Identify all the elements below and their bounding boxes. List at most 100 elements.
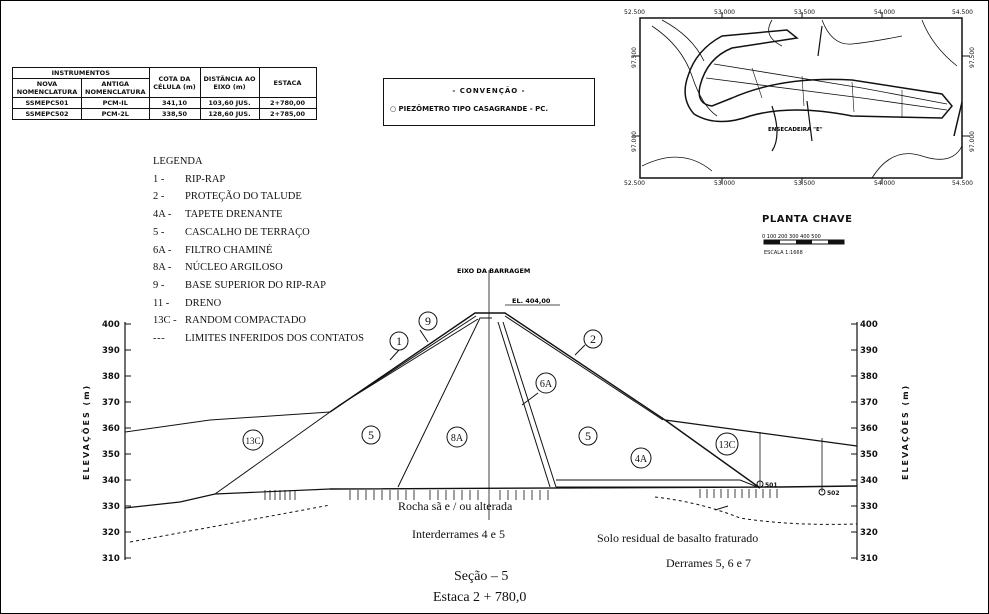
zone-label-5-right: 5 — [585, 429, 591, 443]
elev-tick: 370 — [102, 398, 120, 408]
dam-axis-label: EIXO DA BARRAGEM — [457, 267, 530, 275]
legend-label: FILTRO CHAMINÉ — [185, 244, 273, 256]
elev-tick: 370 — [860, 398, 878, 408]
convention-item-label: PIEZÔMETRO TIPO CASAGRANDE - PC. — [398, 105, 549, 113]
legend-item: 8A - NÚCLEO ARGILOSO — [153, 259, 364, 277]
legend-code: 1 - — [153, 173, 165, 185]
map-coord: 97.000 — [631, 131, 638, 152]
legend-code: 2 - — [153, 191, 165, 203]
elev-tick: 400 — [102, 320, 120, 330]
section-title: Seção – 5 — [454, 569, 509, 584]
zone-label-4a: 4A — [635, 454, 648, 465]
legend-code: 4A - — [153, 209, 172, 221]
map-coord: 53.500 — [794, 180, 815, 187]
map-dike-label: ENSECADEIRA "E" — [768, 127, 823, 133]
piezometer-label: 502 — [827, 490, 840, 497]
legend-item: 4A - TAPETE DRENANTE — [153, 206, 364, 224]
elev-tick: 330 — [102, 502, 120, 512]
convention-item: ○ PIEZÔMETRO TIPO CASAGRANDE - PC. — [390, 105, 548, 113]
elev-tick: 350 — [860, 450, 878, 460]
scale-ticks: 0 100 200 300 400 500 — [762, 234, 821, 240]
map-coord: 97.500 — [969, 47, 976, 68]
scale-label: ESCALA 1:1668 — [764, 250, 803, 256]
zone-label-8a: 8A — [451, 433, 464, 444]
legend-label: RANDOM COMPACTADO — [185, 315, 307, 327]
legend-item: 1 - RIP-RAP — [153, 171, 364, 189]
station-label: Estaca 2 + 780,0 — [433, 590, 527, 605]
map-coord: 54.500 — [952, 180, 973, 187]
map-coord: 97.000 — [969, 131, 976, 152]
instruments-table: INSTRUMENTOS COTA DA CÉLULA (m) DISTÂNCI… — [12, 67, 317, 120]
zone-label-2: 2 — [590, 332, 596, 346]
elev-tick: 380 — [102, 372, 120, 382]
legend-label: DRENO — [185, 297, 222, 309]
elev-tick: 390 — [102, 346, 120, 356]
legend-label: RIP-RAP — [185, 173, 226, 185]
legend-label: CASCALHO DE TERRAÇO — [185, 226, 310, 238]
map-coord: 53.000 — [714, 180, 735, 187]
legend-label: PROTEÇÃO DO TALUDE — [185, 191, 302, 203]
elev-tick: 340 — [102, 476, 120, 486]
elev-tick: 330 — [860, 502, 878, 512]
legend-label: BASE SUPERIOR DO RIP-RAP — [185, 279, 326, 291]
legend-item: 11 - DRENO — [153, 295, 364, 313]
legend-code: 9 - — [153, 279, 165, 291]
legend-code: 13C - — [153, 315, 177, 327]
elev-tick: 320 — [860, 528, 878, 538]
elev-tick: 350 — [102, 450, 120, 460]
residual-soil-note: Solo residual de basalto fraturado — [597, 531, 759, 545]
legend-code: 8A - — [153, 262, 172, 274]
legend-code: 6A - — [153, 244, 172, 256]
legend-label: TAPETE DRENANTE — [185, 209, 283, 221]
legend-label: NÚCLEO ARGILOSO — [185, 262, 283, 274]
elev-tick: 360 — [860, 424, 878, 434]
elev-tick: 390 — [860, 346, 878, 356]
zone-label-9: 9 — [425, 314, 431, 328]
elev-tick: 340 — [860, 476, 878, 486]
elevation-axis-title: ELEVAÇÕES (m) — [899, 384, 910, 480]
elev-tick: 310 — [860, 554, 878, 564]
convention-title: - CONVENÇÃO - — [452, 87, 526, 95]
legend-item: 5 - CASCALHO DE TERRAÇO — [153, 224, 364, 242]
zone-label-13c-right: 13C — [719, 440, 736, 451]
legend-title: LEGENDA — [153, 156, 203, 167]
dashed-line-icon: - - - — [153, 333, 165, 345]
legend-item: 9 - BASE SUPERIOR DO RIP-RAP — [153, 277, 364, 295]
map-coord: 53.000 — [714, 9, 735, 16]
map-coord: 52.500 — [624, 9, 645, 16]
map-coord: 97.500 — [631, 47, 638, 68]
legend: LEGENDA 1 - RIP-RAP 2 - PROTEÇÃO DO TALUDE… — [153, 153, 364, 348]
piezometer-label: 501 — [765, 482, 778, 489]
zone-label-1: 1 — [396, 334, 402, 348]
map-coord: 52.500 — [624, 180, 645, 187]
legend-item: 13C - RANDOM COMPACTADO — [153, 312, 364, 330]
table-cell: 2+785,00 — [258, 108, 317, 120]
elev-tick: 320 — [102, 528, 120, 538]
table-cell: PCM-2L — [81, 108, 150, 120]
interflows-note: Interderrames 4 e 5 — [412, 527, 505, 541]
legend-code: 5 - — [153, 226, 165, 238]
scale-bar: 0 100 200 300 400 500 — [762, 234, 845, 245]
map-coord: 54.000 — [874, 9, 895, 16]
convention-box: - CONVENÇÃO - ○ PIEZÔMETRO TIPO CASAGRAN… — [383, 78, 595, 126]
crest-elevation-label: EL. 404,00 — [512, 297, 551, 305]
key-plan-title: PLANTA CHAVE — [762, 214, 853, 225]
table-cell: SSMEPC502 — [12, 108, 82, 120]
elev-tick: 400 — [860, 320, 878, 330]
rock-note: Rocha sã e / ou alterada — [398, 499, 513, 513]
legend-item: 2 - PROTEÇÃO DO TALUDE — [153, 188, 364, 206]
elev-tick: 380 — [860, 372, 878, 382]
map-coord: 54.000 — [874, 180, 895, 187]
legend-item: - - - LIMITES INFERIDOS DOS CONTATOS — [153, 330, 364, 348]
piezometer-symbol-icon: ○ — [390, 105, 397, 113]
zone-label-6a: 6A — [540, 379, 553, 390]
elev-tick: 360 — [102, 424, 120, 434]
map-coord: 54.500 — [952, 9, 973, 16]
key-plan-map: 52.500 53.000 53.500 54.000 54.500 52.50… — [624, 9, 976, 187]
map-coord: 53.500 — [794, 9, 815, 16]
legend-label: LIMITES INFERIDOS DOS CONTATOS — [185, 333, 364, 345]
legend-code: 11 - — [153, 297, 170, 309]
flows-note: Derrames 5, 6 e 7 — [666, 556, 751, 570]
zone-label-13c-left: 13C — [245, 436, 260, 446]
